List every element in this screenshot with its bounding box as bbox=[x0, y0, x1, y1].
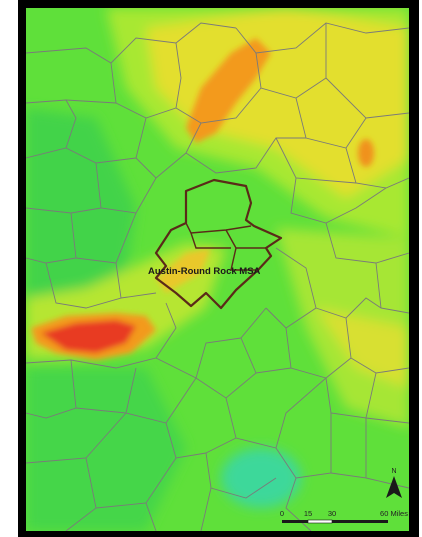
county-lines bbox=[26, 22, 409, 531]
zone-orange-east bbox=[358, 139, 374, 167]
zone-teal-south bbox=[221, 448, 301, 508]
msa-label: Austin-Round Rock MSA bbox=[148, 266, 261, 277]
heat-layer bbox=[26, 8, 409, 531]
map-svg: Austin-Round Rock MSA N 0 15 30 60 Miles bbox=[26, 8, 409, 531]
zone-green-west bbox=[26, 108, 136, 308]
map-canvas[interactable]: Austin-Round Rock MSA N 0 15 30 60 Miles bbox=[26, 8, 409, 531]
scale-segment-1 bbox=[282, 520, 308, 523]
scale-segment-3 bbox=[332, 520, 388, 523]
zone-yellow-north bbox=[146, 8, 409, 198]
zone-green-southwest bbox=[26, 368, 186, 531]
heat-core-layer bbox=[31, 38, 374, 360]
scale-segment-2 bbox=[307, 519, 333, 524]
zone-yellow-east bbox=[316, 308, 409, 388]
scale-tick-30: 30 bbox=[328, 509, 336, 518]
msa-boundary[interactable] bbox=[154, 178, 283, 310]
scale-tick-15: 15 bbox=[304, 509, 312, 518]
scale-tick-60: 60 Miles bbox=[380, 509, 408, 518]
scale-tick-0: 0 bbox=[280, 509, 284, 518]
zone-red-southwest bbox=[41, 320, 136, 353]
zone-yellow-msa bbox=[156, 248, 211, 293]
scale-bar: 0 15 30 60 Miles bbox=[280, 509, 408, 524]
zone-orange-north bbox=[186, 38, 271, 143]
north-arrow-icon: N bbox=[386, 468, 402, 498]
msa-county-lines bbox=[185, 222, 266, 271]
north-label: N bbox=[391, 468, 396, 475]
